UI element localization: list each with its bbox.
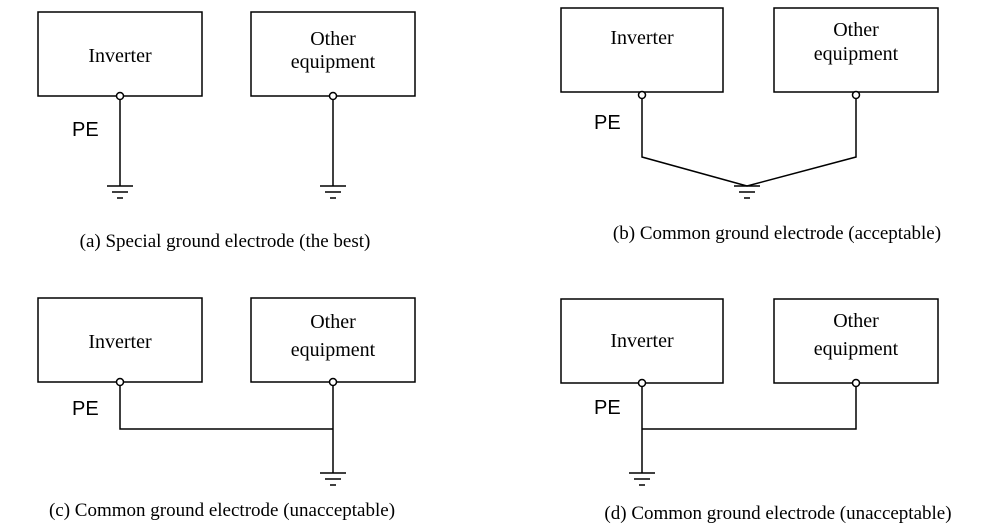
pe-terminal-icon xyxy=(637,90,647,100)
other-equipment-box-a xyxy=(250,11,416,97)
other-label-line2-d: equipment xyxy=(814,338,899,360)
ground-symbol-icon xyxy=(320,472,346,486)
panel-b: Inverter Other equipment PE (b) Common g… xyxy=(560,7,941,244)
terminal-icon xyxy=(328,91,338,101)
inverter-label-c: Inverter xyxy=(88,331,152,353)
pe-label-d: PE xyxy=(594,397,621,419)
other-label-line1-a: Other xyxy=(310,28,356,50)
caption-b: (b) Common ground electrode (acceptable) xyxy=(613,223,941,244)
caption-a: (a) Special ground electrode (the best) xyxy=(80,231,371,252)
inverter-box-a xyxy=(37,11,203,97)
other-label-line2-b: equipment xyxy=(814,43,899,65)
other-label-line1-b: Other xyxy=(833,19,879,41)
terminal-icon xyxy=(851,378,861,388)
pe-label-b: PE xyxy=(594,112,621,134)
caption-d: (d) Common ground electrode (unacceptabl… xyxy=(604,503,951,524)
inverter-label-b: Inverter xyxy=(610,27,674,49)
other-label-line2-a: equipment xyxy=(291,51,376,73)
inverter-box-c xyxy=(37,297,203,383)
ground-symbol-icon xyxy=(734,185,760,199)
other-label-line2-c: equipment xyxy=(291,339,376,361)
caption-c: (c) Common ground electrode (unacceptabl… xyxy=(49,500,395,521)
other-equipment-box-b xyxy=(773,7,939,93)
inverter-label-d: Inverter xyxy=(610,330,674,352)
wire-d-other xyxy=(642,386,857,430)
ground-symbol-icon xyxy=(320,185,346,199)
pe-terminal-icon xyxy=(115,377,125,387)
inverter-label-a: Inverter xyxy=(88,45,152,67)
ground-symbol-icon xyxy=(107,185,133,199)
wire-b-other xyxy=(746,95,857,187)
other-label-line1-d: Other xyxy=(833,310,879,332)
panel-c: Inverter Other equipment PE (c) Common g… xyxy=(37,297,416,521)
terminal-icon xyxy=(851,90,861,100)
other-label-line1-c: Other xyxy=(310,311,356,333)
pe-label-a: PE xyxy=(72,119,99,141)
pe-label-c: PE xyxy=(72,398,99,420)
other-equipment-box-d xyxy=(773,298,939,384)
pe-terminal-icon xyxy=(115,91,125,101)
wire-b-inverter xyxy=(641,95,748,187)
pe-terminal-icon xyxy=(637,378,647,388)
terminal-icon xyxy=(328,377,338,387)
inverter-box-b xyxy=(560,7,724,93)
panel-d: Inverter Other equipment PE (d) Common g… xyxy=(560,298,952,524)
wire-c-inverter xyxy=(119,385,333,430)
panel-a: Inverter Other equipment PE (a) Special … xyxy=(37,11,416,252)
other-equipment-box-c xyxy=(250,297,416,383)
ground-symbol-icon xyxy=(629,472,655,486)
